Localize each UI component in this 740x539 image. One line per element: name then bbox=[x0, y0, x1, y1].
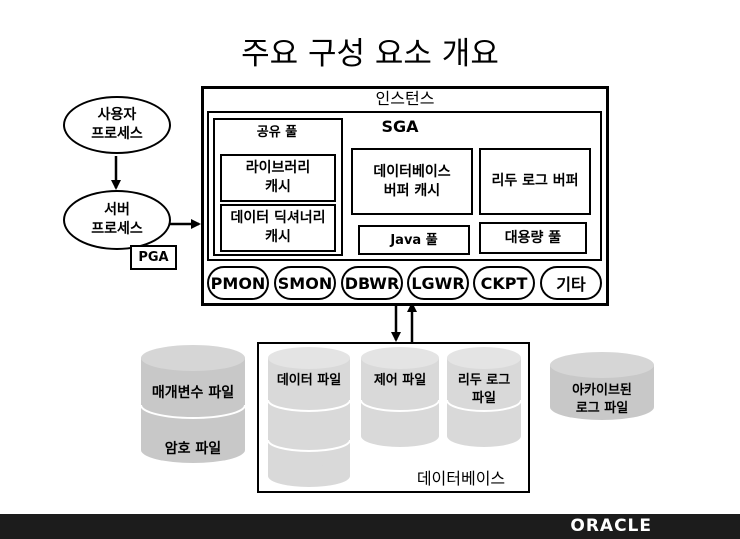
user-process-line2: 프로세스 bbox=[91, 126, 143, 142]
db-buffer-cache-line2: 버퍼 캐시 bbox=[383, 182, 441, 199]
database-label: 데이터베이스 bbox=[416, 469, 506, 488]
redo-log-buffer-box: 리두 로그 버퍼 bbox=[479, 148, 591, 215]
database-box bbox=[257, 342, 530, 493]
instance-label: 인스턴스 bbox=[375, 89, 435, 108]
control-file-label: 제어 파일 bbox=[373, 373, 427, 388]
dictionary-cache-line2: 캐시 bbox=[265, 229, 291, 245]
db-buffer-cache-line1: 데이터베이스 bbox=[373, 163, 451, 180]
dictionary-cache-line1: 데이터 딕셔너리 bbox=[230, 210, 326, 226]
bg-process-other: 기타 bbox=[540, 266, 602, 300]
bg-process-ckpt: CKPT bbox=[473, 266, 535, 300]
shared-pool-label: 공유 풀 bbox=[256, 125, 298, 140]
server-process-line2: 프로세스 bbox=[91, 221, 143, 237]
archived-log-file-line1: 아카이브된 bbox=[572, 383, 632, 398]
data-file-label: 데이터 파일 bbox=[276, 373, 342, 388]
page-title: 주요 구성 요소 개요 bbox=[241, 36, 499, 72]
oracle-logo: ORACLE bbox=[570, 516, 652, 536]
bg-process-dbwr: DBWR bbox=[341, 266, 403, 300]
library-cache-line1: 라이브러리 bbox=[245, 160, 311, 176]
sga-label: SGA bbox=[381, 117, 419, 136]
bg-process-smon: SMON bbox=[274, 266, 336, 300]
redo-log-file-line2: 파일 bbox=[472, 391, 496, 406]
archived-log-file-line2: 로그 파일 bbox=[575, 401, 629, 416]
library-cache-line2: 캐시 bbox=[265, 179, 291, 195]
redo-log-file-line1: 리두 로그 bbox=[457, 373, 511, 388]
pga-box: PGA bbox=[130, 245, 177, 270]
password-file-label: 암호 파일 bbox=[164, 441, 222, 457]
data-file-cylinder bbox=[267, 347, 351, 487]
archived-log-cylinder bbox=[550, 352, 654, 420]
parameter-password-cylinder bbox=[140, 345, 246, 463]
footer-bar bbox=[0, 514, 740, 539]
java-pool-box: Java 풀 bbox=[358, 225, 470, 255]
control-file-cylinder bbox=[360, 347, 440, 447]
server-process-line1: 서버 bbox=[104, 202, 130, 218]
bg-process-lgwr: LGWR bbox=[407, 266, 469, 300]
bg-process-pmon: PMON bbox=[207, 266, 269, 300]
redo-log-file-cylinder bbox=[446, 347, 522, 447]
user-process-line1: 사용자 bbox=[97, 107, 137, 123]
large-pool-box: 대용량 풀 bbox=[479, 222, 587, 254]
parameter-file-label: 매개변수 파일 bbox=[151, 385, 235, 401]
